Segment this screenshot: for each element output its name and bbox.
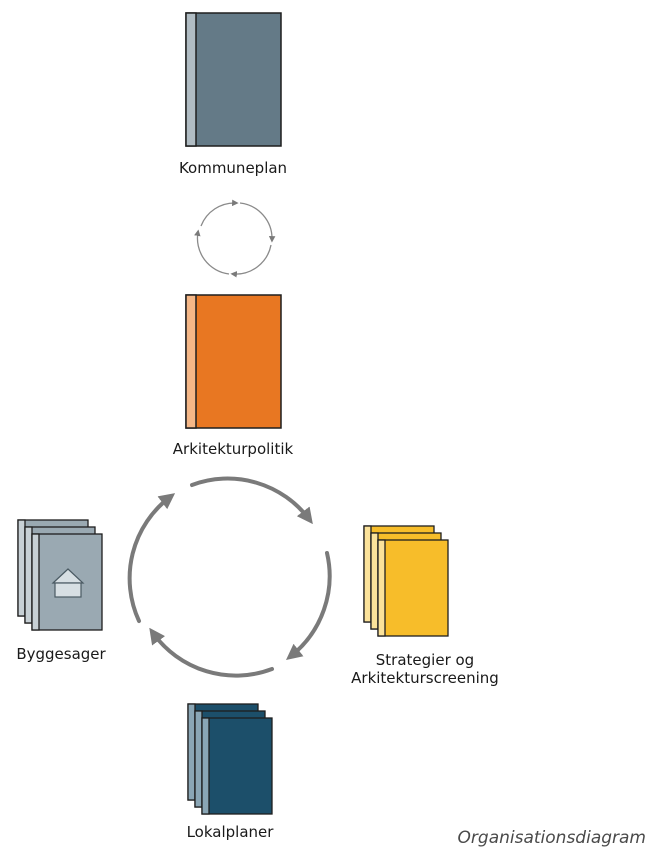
house-icon (51, 568, 85, 598)
arkitekturpolitik-book (185, 294, 282, 429)
lokalplaner-label: Lokalplaner (186, 823, 274, 841)
strategier-label-line2: Arkitekturscreening (351, 669, 499, 687)
strategier-stack (363, 525, 449, 637)
byggesager-label: Byggesager (16, 645, 106, 663)
diagram-caption: Organisationsdiagram (457, 828, 646, 848)
strategier-label-line1: Strategier og (375, 651, 475, 669)
arkitekturpolitik-label: Arkitekturpolitik (172, 440, 294, 458)
lokalplaner-stack (187, 703, 273, 815)
small-cycle-icon (194, 199, 276, 278)
kommuneplan-label: Kommuneplan (178, 159, 288, 177)
kommuneplan-book (185, 12, 282, 147)
big-cycle-icon (127, 476, 332, 678)
byggesager-stack (17, 519, 103, 631)
